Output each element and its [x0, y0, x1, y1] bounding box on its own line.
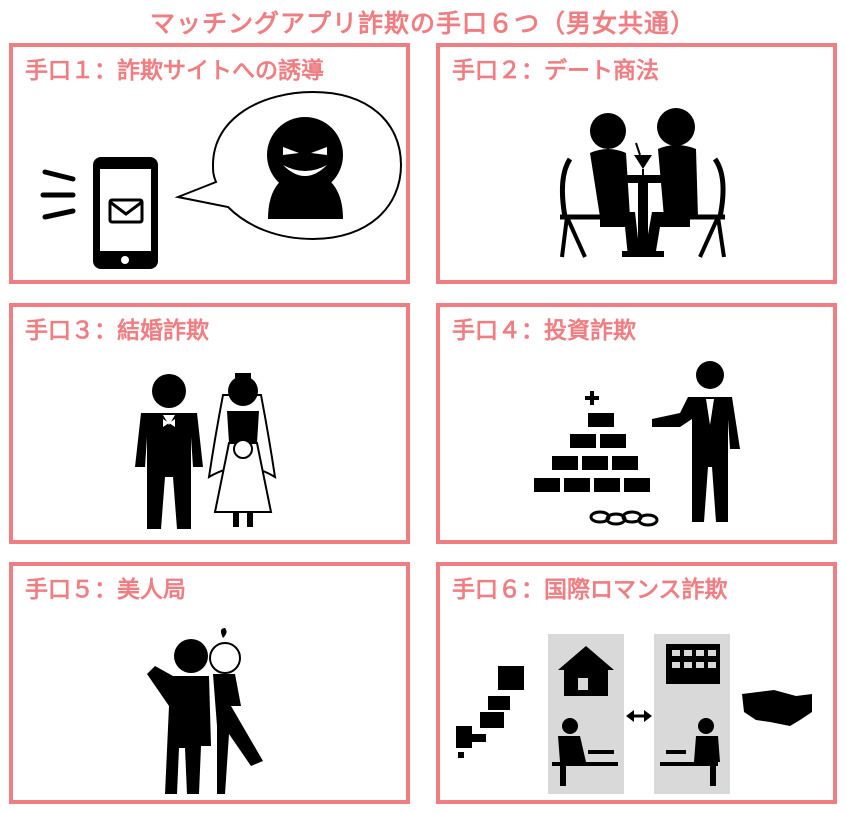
person-laptop-icon — [552, 718, 618, 786]
panel-label: 手口２：デート商法 — [452, 58, 659, 84]
couple-cafe-table-icon — [559, 108, 726, 258]
panel-label: 手口４：投資詐欺 — [452, 318, 636, 344]
panel-scam-site: 手口１：詐欺サイトへの誘導 — [9, 43, 410, 284]
businessman-icon — [652, 361, 740, 522]
panel-label: 手口３：結婚詐欺 — [25, 318, 209, 344]
house-icon — [558, 646, 614, 696]
person-laptop-icon — [660, 718, 720, 786]
panel-badger-game: 手口５：美人局 — [9, 562, 410, 804]
japan-map-icon — [456, 666, 524, 758]
office-building-icon — [666, 644, 720, 684]
couple-flirting-icon — [147, 628, 263, 794]
panel-label: 手口５：美人局 — [25, 577, 186, 603]
groom-icon — [135, 374, 203, 529]
mail-icon — [108, 198, 144, 224]
panel-date-sales: 手口２：デート商法 — [436, 43, 837, 284]
usa-map-icon — [742, 690, 812, 726]
panel-investment-fraud: 手口４：投資詐欺 — [436, 303, 837, 544]
evil-face-icon — [267, 117, 343, 219]
arrow-both-icon — [626, 710, 652, 722]
panel-label: 手口１：詐欺サイトへの誘導 — [25, 58, 324, 84]
panel-label: 手口６：国際ロマンス詐欺 — [452, 577, 728, 603]
page-title: マッチングアプリ詐欺の手口６つ（男女共通） — [149, 9, 696, 38]
panel-marriage-fraud: 手口３：結婚詐欺 — [9, 303, 410, 544]
gold-bars-icon — [534, 391, 659, 527]
bride-icon — [207, 373, 277, 527]
panel-romance-scam: 手口６：国際ロマンス詐欺 — [436, 562, 837, 804]
